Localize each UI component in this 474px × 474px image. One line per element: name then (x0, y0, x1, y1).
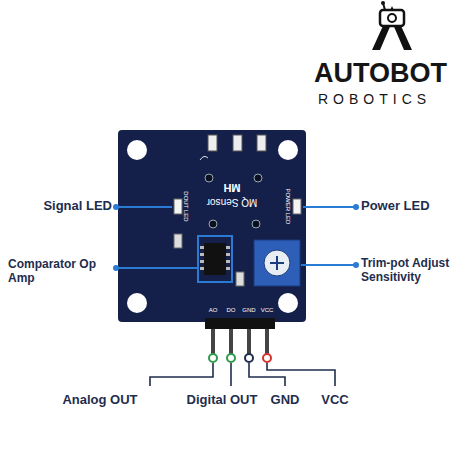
op-amp-chip (204, 243, 226, 275)
header-pin (265, 329, 269, 354)
power-led (293, 199, 301, 214)
leader-dot (113, 265, 119, 271)
silkscreen-text: MH (212, 181, 252, 194)
mounting-hole (278, 140, 298, 160)
sensor-pad (205, 174, 213, 182)
trim-pot-slot (276, 256, 278, 270)
pin-silkscreen: DO (221, 307, 241, 314)
mounting-hole (127, 140, 147, 160)
pin-silkscreen: AO (203, 307, 223, 314)
callout-label: Trim-pot Adjust Sensitivity (361, 257, 471, 285)
pcb (118, 130, 306, 322)
brand-subtitle: ROBOTICS (318, 91, 472, 107)
leader-line (230, 363, 232, 386)
pin-marker (209, 354, 217, 362)
leader-line (150, 363, 213, 386)
op-amp-outline (198, 236, 232, 282)
pin-marker (227, 354, 235, 362)
leader-line (267, 363, 335, 386)
logo-eye (388, 14, 396, 22)
pin-silkscreen: GND (239, 307, 259, 314)
smd-capacitor (236, 272, 244, 286)
header-pin (247, 329, 251, 354)
pin-header (205, 318, 275, 362)
leader-line (116, 267, 197, 269)
leader-line (303, 206, 356, 208)
callout-label: Power LED (361, 199, 469, 214)
mounting-hole (127, 293, 147, 313)
pin-marker (245, 354, 253, 362)
header-pin (229, 329, 233, 354)
pin-label: Analog OUT (40, 393, 160, 408)
logo-antenna-tip (381, 1, 385, 5)
sensor-pad (252, 220, 260, 228)
pin-leaders (150, 363, 335, 386)
leader-dot (113, 204, 119, 210)
silkscreen-mark (200, 156, 208, 160)
brand-name: AUTOBOT (314, 58, 472, 89)
smd-resistor (208, 135, 217, 151)
leader-lines (116, 207, 356, 268)
pin-label: Digital OUT (176, 393, 268, 408)
op-amp-pins (200, 246, 230, 270)
signal-led (174, 199, 182, 214)
callout-label: Comparator Op Amp (8, 258, 112, 286)
smd-resistor (233, 135, 242, 151)
trim-pot (254, 240, 300, 286)
header-body (205, 318, 275, 329)
mounting-hole (278, 293, 298, 313)
leader-dot (353, 262, 359, 268)
sensor-pad (254, 174, 262, 182)
silkscreen-text: DOUT LED (183, 184, 190, 228)
leader-dot (353, 204, 359, 210)
leader-line (301, 264, 356, 266)
pin-marker (263, 354, 271, 362)
logo-head (380, 10, 404, 26)
pin-label: GND (265, 393, 305, 408)
silkscreen-text: POWER LED (285, 182, 292, 230)
leader-line (116, 206, 172, 208)
silkscreen-text: MQ Sensor (197, 196, 267, 208)
pin-silkscreen: VCC (257, 307, 277, 314)
callout-label: Signal LED (8, 199, 112, 214)
smd-resistor (174, 234, 182, 248)
sensor-pad (209, 220, 217, 228)
trim-pot-knob (264, 250, 290, 276)
smd-resistor (257, 135, 266, 151)
leader-dots (113, 204, 359, 271)
header-pin (211, 329, 215, 354)
logo-a (372, 6, 412, 50)
logo-icon (372, 1, 412, 50)
pcb-board (118, 130, 306, 322)
pin-label: VCC (312, 393, 358, 408)
